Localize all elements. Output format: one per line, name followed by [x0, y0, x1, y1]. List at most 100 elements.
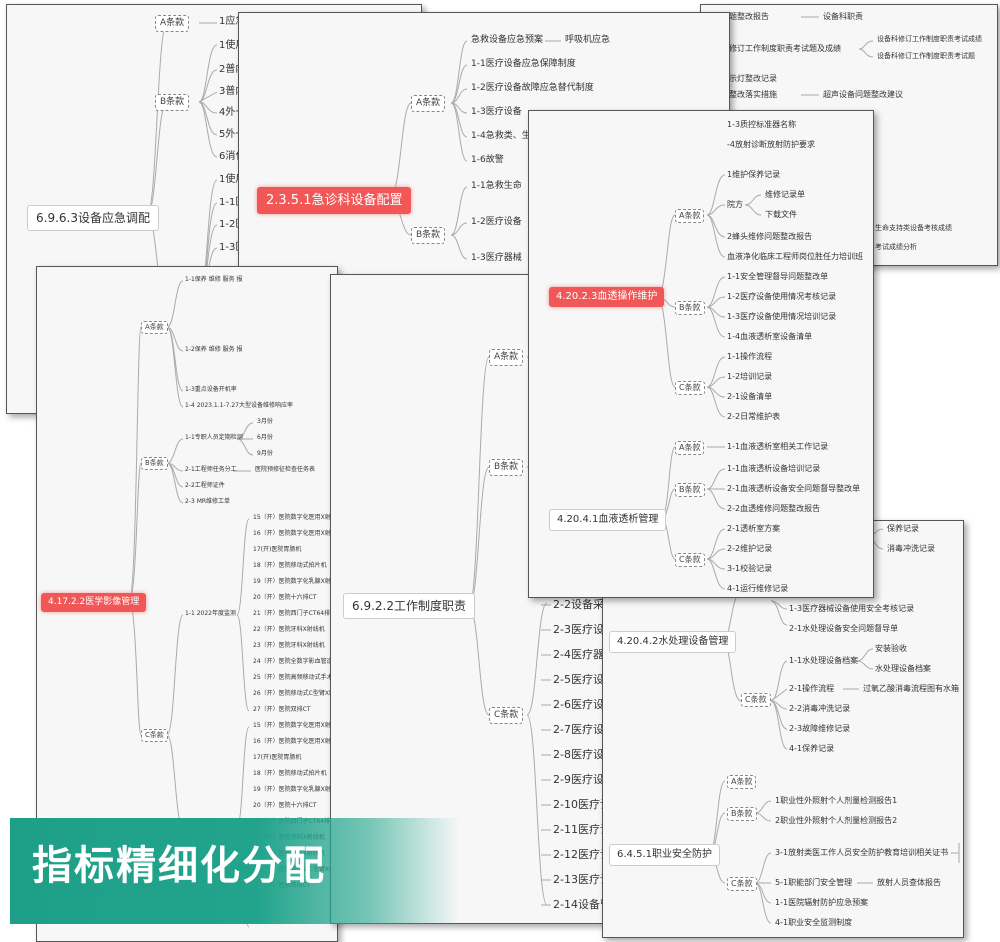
leaf-node: 1使用: [219, 40, 246, 51]
leaf-node: 2蜂头维修问题整改报告: [727, 232, 813, 241]
list-item: 22（开）医院牙科X射线机: [253, 626, 325, 633]
leaf-node: 4-1职业安全监测制度: [775, 918, 853, 927]
root-node: 2.3.5.1急诊科设备配置: [257, 187, 412, 214]
page-title: 指标精细化分配: [32, 843, 326, 889]
leaf-node: 1-3医疗设备使用情况培训记录: [727, 312, 837, 321]
leaf-node: 保养记录: [887, 524, 919, 533]
leaf-node: 4外一: [219, 107, 246, 118]
leaf-node: 1-1保养 维修 服务 报: [185, 276, 243, 283]
leaf-node: 下载文件: [765, 210, 797, 219]
leaf-node: 1-6故警: [471, 155, 504, 165]
list-item: 2-2设备采购: [553, 598, 615, 611]
clause-c-badge: C条款: [675, 381, 705, 395]
leaf-node: 急救设备应急预案: [471, 35, 544, 45]
connector-lines: [388, 40, 561, 260]
leaf-node: 配问题整改报告: [713, 12, 769, 21]
list-item: 27（开）医院双排CT: [253, 706, 311, 713]
leaf-node: 1-3医疗设备: [471, 107, 522, 117]
leaf-node: 1-3医疗器械: [471, 253, 522, 263]
leaf-node: -4放射诊断放射防护要求: [727, 140, 815, 149]
leaf-node: 9月份: [257, 450, 273, 457]
leaf-node: 2-3 MR维修工单: [185, 498, 231, 505]
connector-lines: [708, 528, 960, 924]
leaf-node: 1-1 2022年度监测: [185, 610, 236, 617]
leaf-node: 备科修订工作制度职责考试题及成绩: [713, 44, 841, 53]
leaf-node: 1-3医: [219, 242, 246, 253]
list-item: 2-11医疗设: [553, 823, 611, 836]
clause-c-badge: C条款: [675, 553, 705, 567]
list-item: 2-14设备管: [553, 898, 611, 911]
leaf-node: 问题整改落实措施: [713, 90, 777, 99]
leaf-node: 3-1校验记录: [727, 564, 773, 573]
leaf-node: 1-1医院辐射防护应急预案: [775, 898, 869, 907]
leaf-node: 2-2日常维护表: [727, 412, 781, 421]
clause-b-badge: B条款: [489, 459, 524, 476]
leaf-node: 1应急: [219, 16, 246, 27]
leaf-node: 1-2培训记录: [727, 372, 773, 381]
connector-lines: [656, 174, 762, 590]
leaf-node: 1-1急救生命: [471, 181, 522, 191]
root-node: 6.9.2.2工作制度职责: [343, 593, 475, 619]
leaf-node: 2-2消毒冲洗记录: [789, 704, 851, 713]
leaf-node: 1-3重点设备开机率: [185, 386, 237, 393]
leaf-node: 考试成绩分析: [875, 243, 917, 251]
list-item: 21（开）医院西门子CT64排: [253, 610, 331, 617]
leaf-node: 血液净化临床工程师岗位胜任力培训班: [727, 252, 863, 261]
list-item: 2-13医疗设: [553, 873, 611, 886]
clause-a-badge: A条款: [489, 349, 524, 366]
root-node: 4.17.2.2医学影像管理: [41, 593, 147, 612]
leaf-node: 2-1水处理设备安全问题督导单: [789, 624, 899, 633]
clause-a-badge: A条款: [155, 15, 190, 32]
list-item: 17(开)医院胃肠机: [253, 546, 302, 553]
leaf-node: 3普内: [219, 86, 246, 97]
clause-b-badge: B条款: [675, 483, 705, 497]
leaf-node: 1-1安全管理督导问题整改单: [727, 272, 829, 281]
leaf-node: 1-2医疗设备故障应急替代制度: [471, 83, 594, 93]
leaf-node: 1-3医疗器械设备使用安全考核记录: [789, 604, 915, 613]
list-item: 2-9医疗设备: [553, 773, 615, 786]
clause-b-badge: B条款: [411, 227, 446, 244]
list-item: 15（开）医院数字化医用X射线: [253, 514, 337, 521]
leaf-node: 3-1放射类医工作人员安全防护教育培训相关证书: [775, 848, 949, 857]
mindmap-sheet-hemodialysis: 1-3质控标准器名称 -4放射诊断放射防护要求 4.20.2.3血透操作维护 A…: [528, 110, 874, 598]
leaf-node: 1-2保养 维修 服务 报: [185, 346, 243, 353]
leaf-node: 2-2血透维修问题整改报告: [727, 504, 821, 513]
root-node: 4.20.2.3血透操作维护: [549, 287, 665, 307]
leaf-node: 1-4急救类、生: [471, 131, 531, 141]
leaf-node: 过氧乙酸消毒流程图有水箱: [863, 684, 959, 693]
leaf-node: 2-1操作流程: [789, 684, 835, 693]
leaf-node: 4-1运行维修记录: [727, 584, 789, 593]
clause-a-badge: A条款: [727, 775, 757, 789]
leaf-node: 2普内: [219, 64, 246, 75]
list-item: 20（开）医院十六排CT: [253, 802, 317, 809]
clause-a-badge: A条款: [675, 209, 705, 223]
clause-b-badge: B条款: [675, 301, 705, 315]
leaf-node: 2-1设备清单: [727, 392, 773, 401]
clause-c-badge: C条款: [727, 877, 757, 891]
root-node: 4.20.4.2水处理设备管理: [609, 631, 737, 653]
clause-a-badge: A条款: [411, 95, 446, 112]
list-item: 2-6医疗设备: [553, 698, 615, 711]
leaf-node: 1-1血液透析室相关工作记录: [727, 442, 829, 451]
list-item: 2-3医疗设: [553, 623, 604, 636]
leaf-node: 1-1专职人员定期检测: [185, 434, 243, 441]
list-item: 19（开）医院数字化乳腺X射线: [253, 578, 337, 585]
leaf-node: 3月份: [257, 418, 273, 425]
clause-c-badge: C条款: [489, 707, 524, 724]
leaf-node: 1-3质控标准器名称: [727, 120, 797, 129]
leaf-node: 1职业性外照射个人剂量检测报告1: [775, 796, 898, 805]
list-item: 2-12医疗设: [553, 848, 611, 861]
list-item: 18（开）医院移动式拍片机: [253, 562, 327, 569]
leaf-node: 5-1职能部门安全管理: [775, 878, 853, 887]
leaf-node: 2职业性外照射个人剂量检测报告2: [775, 816, 898, 825]
clause-a-badge: A条款: [141, 321, 168, 334]
leaf-node: 5外一: [219, 129, 246, 140]
leaf-node: 1-2医疗设备: [471, 217, 522, 227]
list-item: 18（开）医院移动式拍片机: [253, 770, 327, 777]
leaf-node: 呼吸机应急: [565, 35, 611, 45]
list-item: 2-4医疗器械: [553, 648, 615, 661]
leaf-node: 1-1医疗设备应急保障制度: [471, 59, 576, 69]
leaf-node: 1使用: [219, 174, 246, 185]
list-item: 20（开）医院十六排CT: [253, 594, 317, 601]
leaf-node: 设备科修订工作制度职责考试成绩: [877, 35, 982, 43]
